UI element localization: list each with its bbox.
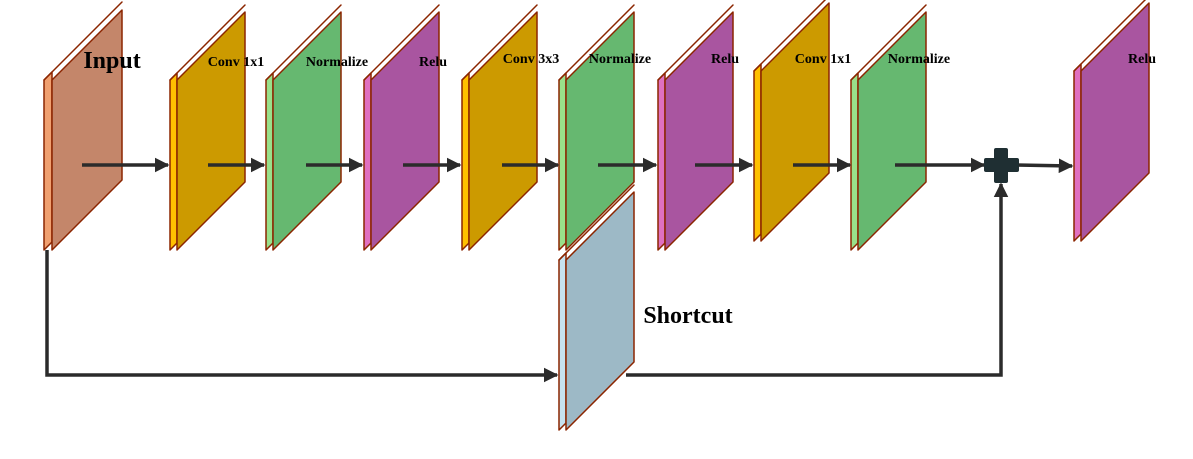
arrow-shortcut-to-add: [626, 182, 1009, 377]
plus-icon: [984, 148, 1019, 183]
layer-relu-out: [1073, 0, 1150, 242]
label-conv-1x1-a: Conv 1x1: [208, 55, 264, 70]
label-relu-b: Relu: [711, 52, 739, 67]
label-normalize-c: Normalize: [888, 52, 950, 67]
layer-relu-a: [363, 4, 440, 251]
label-relu-out: Relu: [1128, 52, 1156, 67]
label-normalize-b: Normalize: [589, 52, 651, 67]
arrow-add-to-relu: [1015, 158, 1074, 174]
label-normalize-a: Normalize: [306, 55, 368, 70]
layer-normalize-a: [265, 4, 342, 251]
arrow-input-to-shortcut: [45, 250, 559, 383]
layer-conv-1x1-a: [169, 4, 246, 251]
label-shortcut: Shortcut: [643, 303, 732, 329]
layer-conv-3x3: [461, 4, 538, 251]
layer-conv-1x1-b: [753, 0, 830, 242]
layer-relu-b: [657, 4, 734, 251]
label-input: Input: [83, 48, 140, 74]
layer-input: [43, 1, 123, 251]
label-conv-3x3: Conv 3x3: [503, 52, 559, 67]
label-relu-a: Relu: [419, 55, 447, 70]
layer-normalize-c: [850, 4, 927, 251]
label-conv-1x1-b: Conv 1x1: [795, 52, 851, 67]
layer-shortcut: [558, 184, 635, 431]
layer-normalize-b: [558, 4, 635, 251]
